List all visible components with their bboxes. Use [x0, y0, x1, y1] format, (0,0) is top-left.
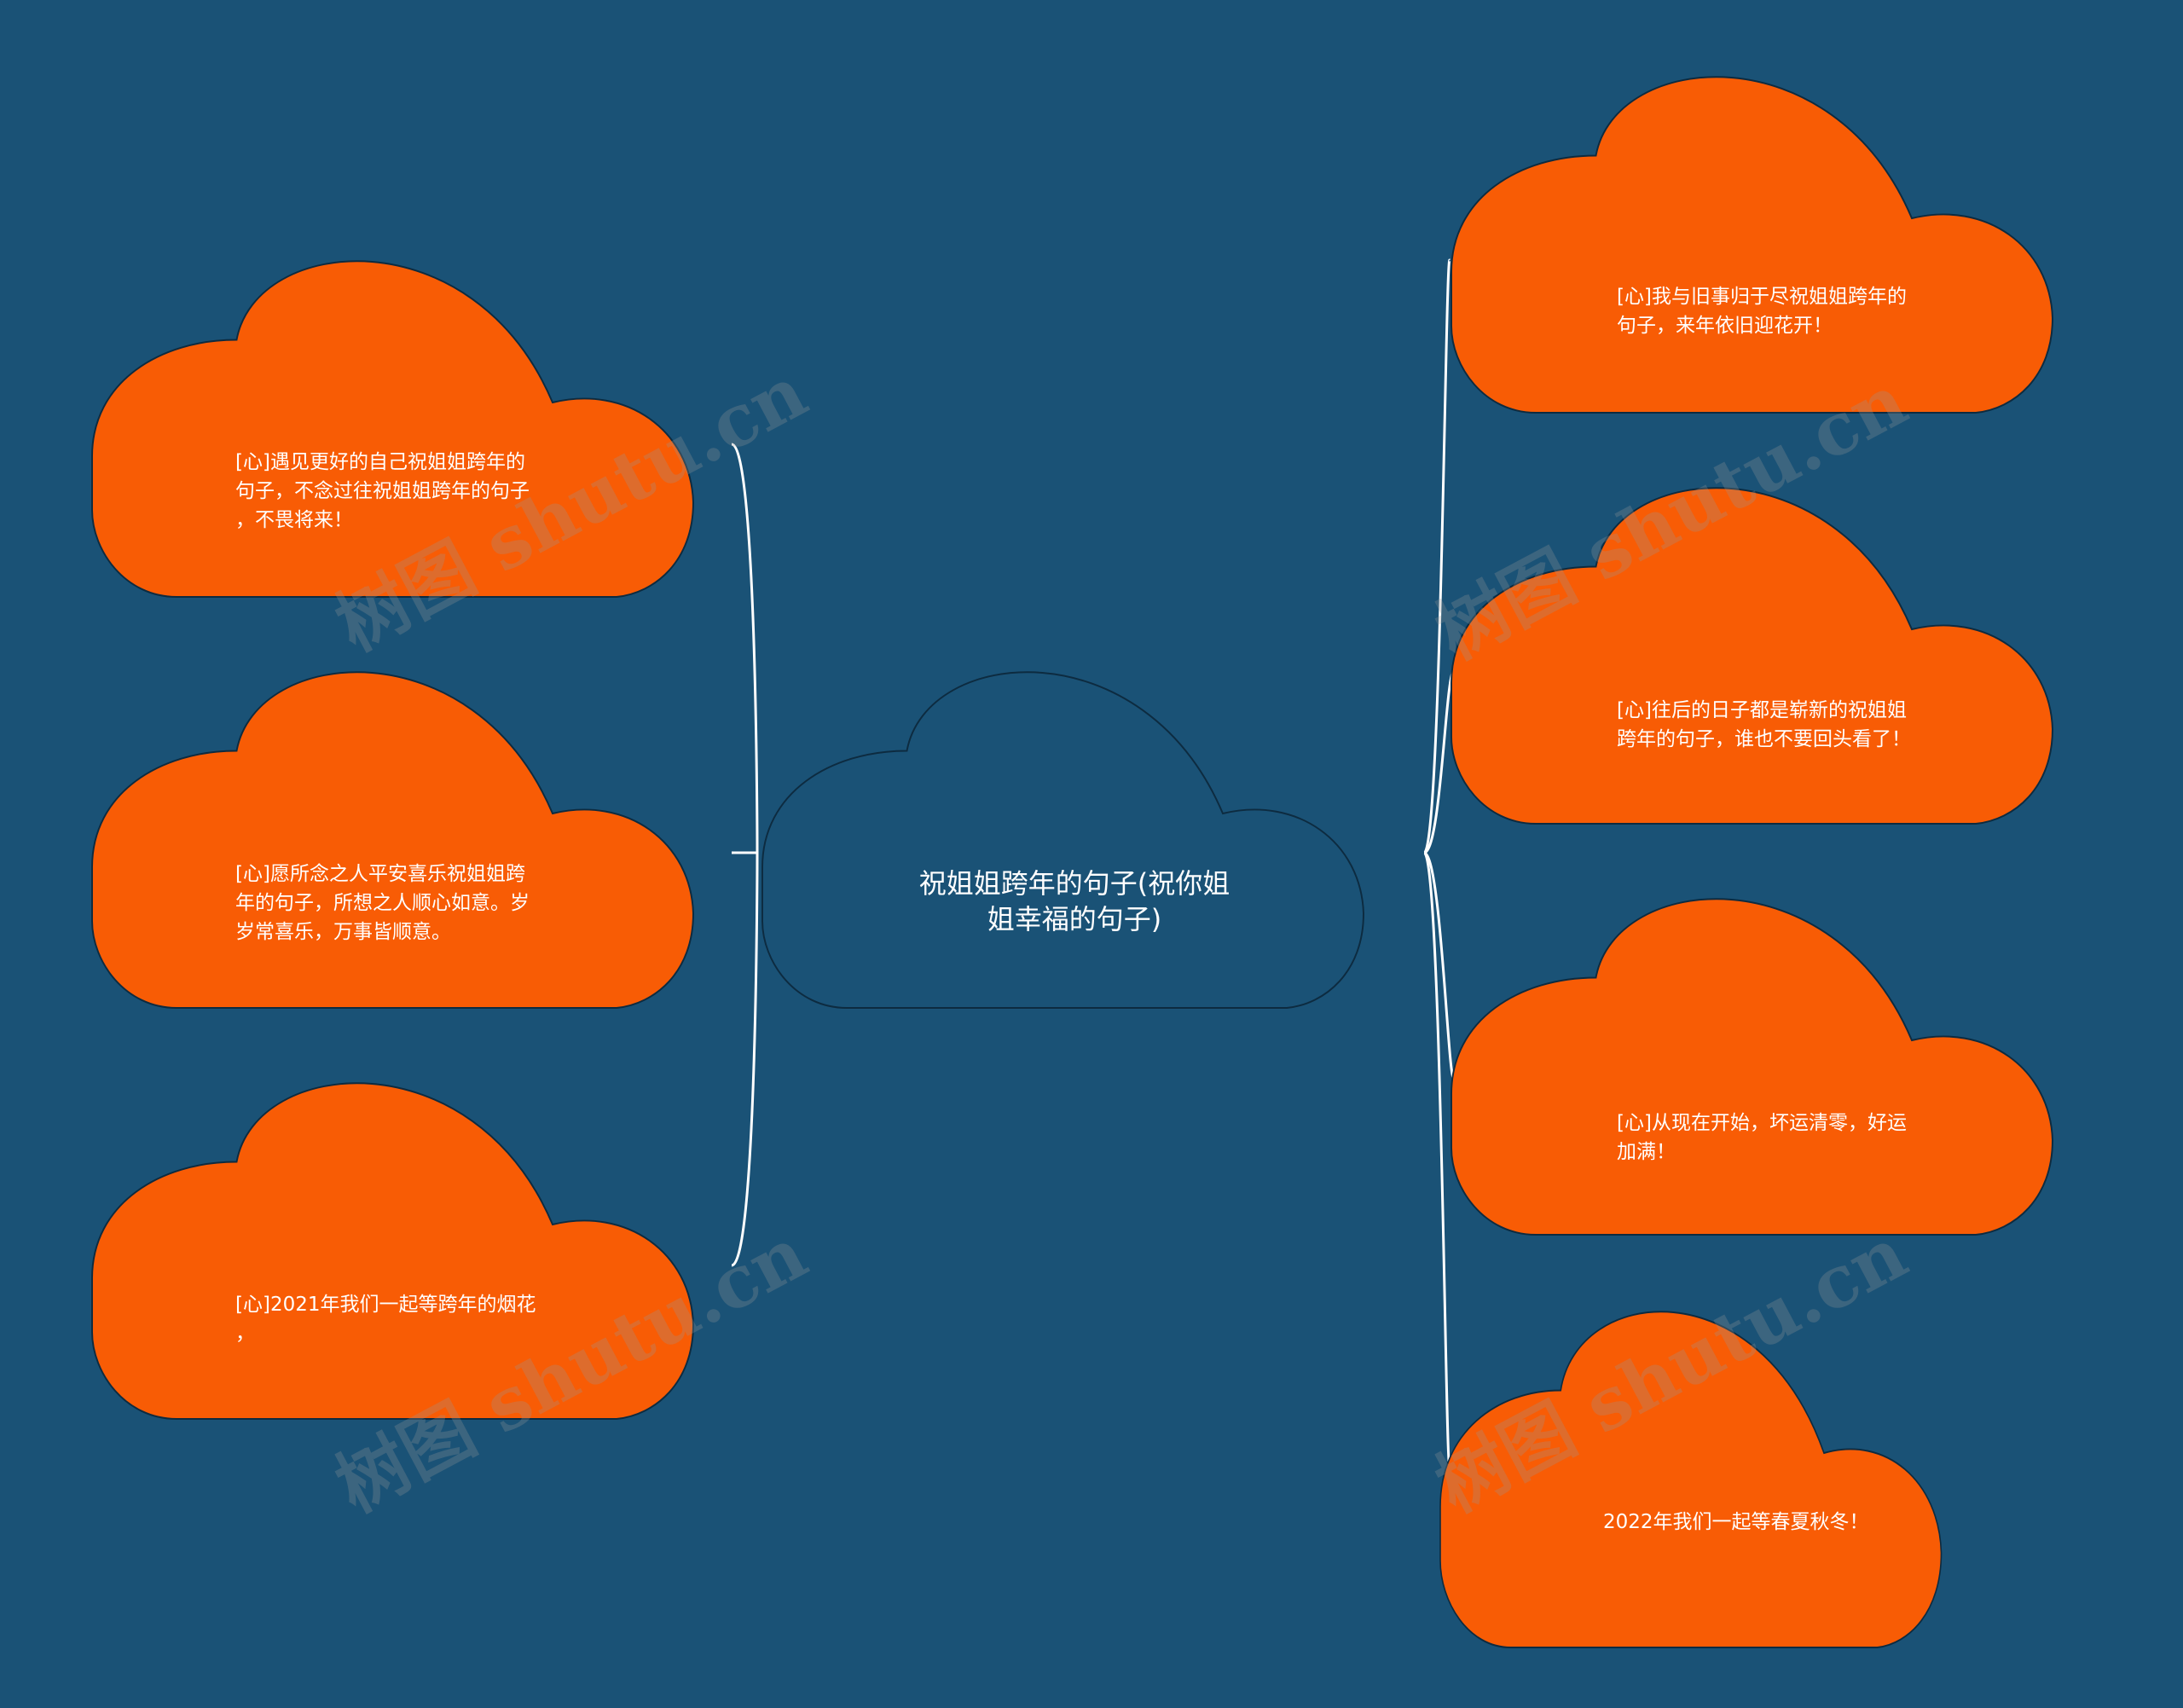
right-node-1	[1451, 76, 2053, 414]
left-node-1	[91, 260, 694, 598]
right-node-3-text: [心]从现在开始，坏运清零，好运 加满！	[1617, 1112, 1907, 1163]
connectors	[731, 258, 1456, 1472]
right-node-2-text: [心]往后的日子都是崭新的祝姐姐 跨年的句子，谁也不要回头看了！	[1617, 699, 1911, 750]
right-node-2	[1451, 487, 2053, 825]
connector-right-1	[1422, 258, 1451, 854]
center-node-title: 祝姐姐跨年的句子(祝你姐姐幸福的句子)	[918, 867, 1230, 935]
left-node-3-text: [心]2021年我们一起等跨年的烟花 ，	[235, 1294, 536, 1345]
right-node-4	[1439, 1311, 1943, 1648]
right-node-3	[1451, 898, 2053, 1236]
connector-right-2	[1423, 668, 1456, 854]
connector-right-3	[1423, 851, 1456, 1080]
left-node-3	[91, 1082, 694, 1420]
connector-right-4	[1422, 851, 1451, 1472]
center-node	[761, 671, 1364, 1009]
left-node-2	[91, 671, 694, 1009]
left-node-1-text: [心]遇见更好的自己祝姐姐跨年的 句子，不念过往祝姐姐跨年的句子 ，不畏将来！	[235, 451, 530, 531]
right-node-1-text: [心]我与旧事归于尽祝姐姐跨年的 句子，来年依旧迎花开！	[1617, 286, 1907, 337]
connector-left-bracket	[731, 443, 759, 1267]
right-node-4-text: 2022年我们一起等春夏秋冬！	[1603, 1511, 1869, 1533]
left-node-2-text: [心]愿所念之人平安喜乐祝姐姐跨 年的句子，所想之人顺心如意。岁 岁常喜乐，万事…	[235, 863, 530, 943]
